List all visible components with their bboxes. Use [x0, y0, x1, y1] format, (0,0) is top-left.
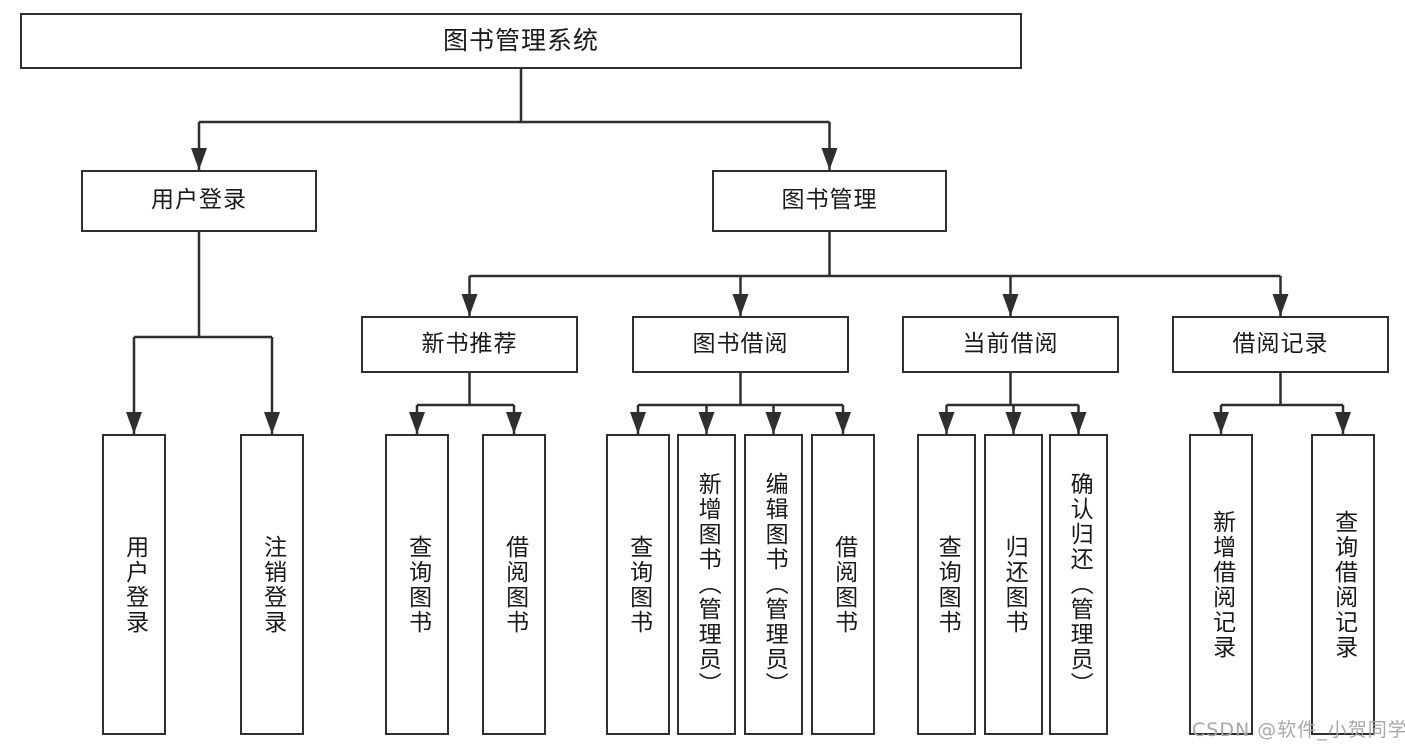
node-label: 新增借阅记录: [1208, 509, 1235, 660]
edge-arrow-bookmgmt-2: [1002, 294, 1019, 316]
node-label: 图书借阅: [692, 330, 789, 357]
node-label: 借阅图书: [501, 534, 528, 635]
node-leaf-query2[interactable]: 查询图书: [606, 434, 670, 735]
edge-arrow-bookmgmt-3: [1272, 294, 1289, 316]
edge-arrow-newbook-1: [506, 412, 522, 434]
edge-arrow-root-1: [821, 148, 838, 170]
node-root[interactable]: 图书管理系统: [20, 13, 1022, 69]
csdn-watermark: CSDN @软件_小贺同学: [1192, 719, 1405, 741]
node-label: 图书管理系统: [442, 26, 599, 56]
node-label: 借阅记录: [1232, 330, 1329, 357]
node-label: 新书推荐: [421, 330, 518, 357]
edge-arrow-newbook-0: [409, 412, 425, 434]
node-label: 归还图书: [1001, 534, 1028, 635]
edge-arrow-login-0: [126, 412, 142, 434]
node-leaf-add[interactable]: 新增图书（管理员）: [677, 434, 736, 735]
node-newbook[interactable]: 新书推荐: [361, 316, 578, 373]
node-label: 查询借阅记录: [1330, 509, 1357, 660]
node-leaf-borrow2[interactable]: 借阅图书: [811, 434, 875, 735]
node-label: 用户登录: [151, 187, 247, 214]
node-current[interactable]: 当前借阅: [902, 316, 1119, 373]
node-leaf-edit[interactable]: 编辑图书（管理员）: [744, 434, 803, 735]
node-label: 用户登录: [121, 534, 148, 635]
node-label: 图书管理: [781, 187, 878, 214]
edge-arrow-borrow-3: [835, 412, 851, 434]
edge-arrow-root-0: [191, 148, 207, 170]
edge-arrow-bookmgmt-1: [732, 294, 749, 316]
node-login[interactable]: 用户登录: [81, 170, 317, 232]
edge-arrow-borrow-2: [765, 412, 782, 434]
edge-arrow-borrow-0: [630, 412, 646, 434]
node-leaf-confirm[interactable]: 确认归还（管理员）: [1049, 434, 1108, 735]
node-leaf-query1[interactable]: 查询图书: [385, 434, 449, 735]
node-label: 查询图书: [934, 534, 961, 635]
edge-arrow-current-1: [1005, 412, 1022, 434]
node-label: 确认归还（管理员）: [1066, 472, 1093, 697]
edge-arrow-borrow-1: [698, 412, 715, 434]
node-label: 注销登录: [259, 534, 286, 635]
node-borrow[interactable]: 图书借阅: [632, 316, 849, 373]
edge-arrow-login-1: [264, 412, 280, 434]
node-label: 查询图书: [625, 534, 652, 635]
node-label: 借阅图书: [830, 534, 857, 635]
node-label: 查询图书: [404, 534, 431, 635]
node-leaf-login[interactable]: 用户登录: [102, 434, 166, 735]
edge-arrow-bookmgmt-0: [461, 294, 478, 316]
edge-arrow-current-2: [1070, 412, 1087, 434]
node-leaf-query3[interactable]: 查询图书: [917, 434, 976, 735]
node-leaf-logout[interactable]: 注销登录: [240, 434, 304, 735]
node-label: 当前借阅: [962, 330, 1059, 357]
node-leaf-addrec[interactable]: 新增借阅记录: [1189, 434, 1253, 735]
node-records[interactable]: 借阅记录: [1172, 316, 1389, 373]
edge-arrow-records-1: [1335, 412, 1351, 434]
node-leaf-queryrec[interactable]: 查询借阅记录: [1311, 434, 1375, 735]
node-label: 新增图书（管理员）: [694, 472, 721, 697]
node-leaf-borrow1[interactable]: 借阅图书: [482, 434, 546, 735]
node-label: 编辑图书（管理员）: [761, 472, 788, 697]
node-leaf-return[interactable]: 归还图书: [984, 434, 1043, 735]
edge-arrow-current-0: [938, 412, 955, 434]
node-bookmgmt[interactable]: 图书管理: [712, 170, 947, 232]
edge-arrow-records-0: [1213, 412, 1229, 434]
